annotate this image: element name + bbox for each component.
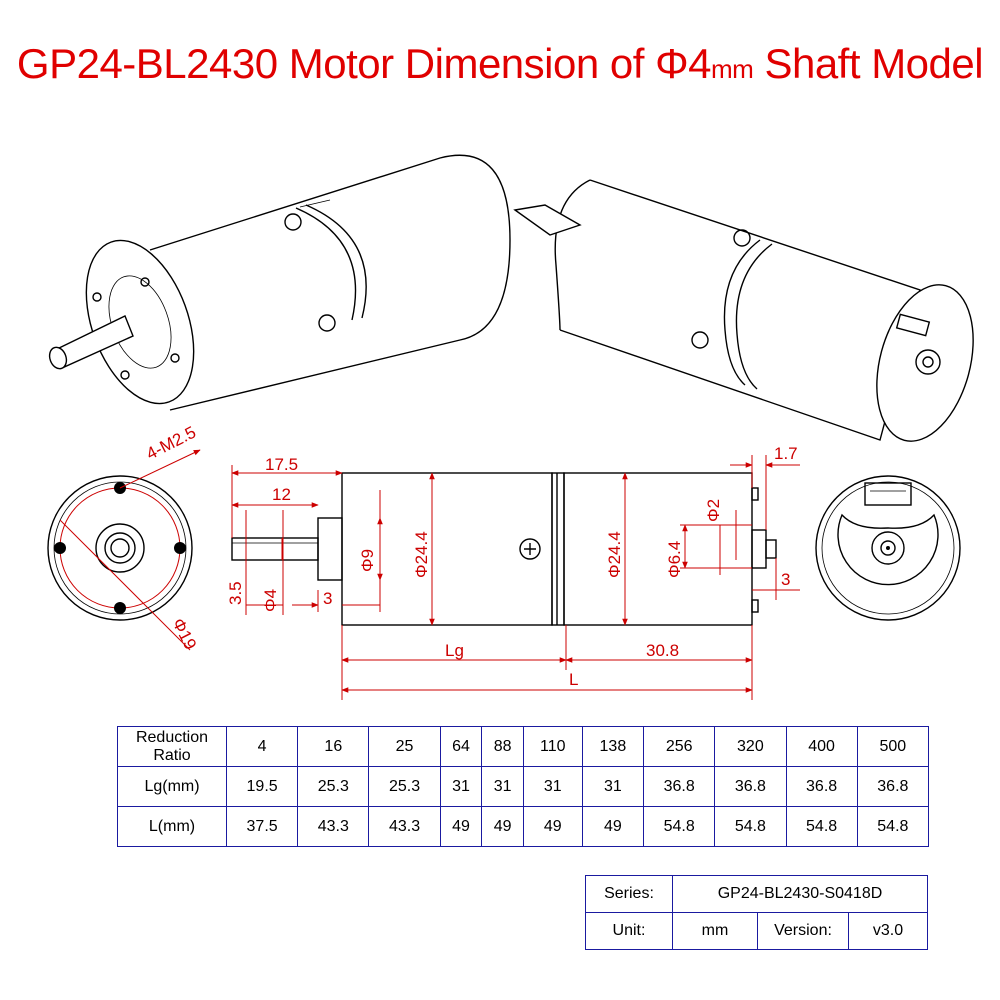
lg-cell: 36.8 [643, 766, 716, 807]
dim-12: 12 [272, 485, 291, 504]
l-cell: 49 [439, 806, 483, 847]
dim-l: L [569, 670, 578, 689]
dim-3-end: 3 [781, 570, 790, 589]
dim-phi-6-4: Φ6.4 [665, 541, 684, 578]
ratio-header-line2: Ratio [153, 746, 191, 764]
ratio-cell: 400 [785, 726, 858, 767]
l-cell: 43.3 [368, 806, 441, 847]
l-cell: 54.8 [714, 806, 787, 847]
ratio-cell: 500 [856, 726, 930, 767]
lg-cell: 25.3 [368, 766, 441, 807]
side-view [231, 472, 777, 626]
l-cell: 49 [522, 806, 583, 847]
title-suffix: Shaft Model [753, 40, 984, 87]
shaft-iso-2 [513, 204, 582, 236]
dim-30-8: 30.8 [646, 641, 679, 660]
lg-cell: 31 [522, 766, 583, 807]
ratio-cell: 25 [368, 726, 441, 767]
ratio-header-line1: Reduction [135, 728, 209, 746]
series-label: Series: [585, 875, 673, 913]
ratio-cell: 320 [714, 726, 787, 767]
lg-row: Lg(mm) 19.5 25.3 25.3 31 31 31 31 36.8 3… [117, 766, 930, 807]
lg-header: Lg(mm) [117, 766, 227, 807]
dim-phi-9: Φ9 [358, 549, 377, 572]
series-info-table: Series: GP24-BL2430-S0418D Unit: mm Vers… [585, 875, 928, 950]
output-shaft [231, 537, 319, 561]
lg-cell: 36.8 [785, 766, 858, 807]
title-prefix: GP24-BL2430 Motor Dimension of Φ4 [16, 40, 712, 87]
l-cell: 43.3 [297, 806, 370, 847]
front-face [85, 239, 195, 405]
motor-body [563, 472, 753, 626]
l-header: L(mm) [117, 806, 227, 847]
lg-cell: 19.5 [225, 766, 299, 807]
l-cell: 49 [581, 806, 645, 847]
back-end-outline [815, 475, 961, 621]
page-title: GP24-BL2430 Motor Dimension of Φ4mm Shaf… [0, 36, 1000, 97]
l-cell: 54.8 [856, 806, 930, 847]
dim-phi-24-4-a: Φ24.4 [412, 531, 431, 578]
screw-hole-left [54, 542, 66, 554]
dim-lg: Lg [445, 641, 464, 660]
dimension-lines [231, 455, 800, 700]
front-end-outline [47, 475, 193, 621]
screw-hole-right [174, 542, 186, 554]
ratio-cell: 16 [297, 726, 370, 767]
rear-boss [751, 529, 767, 569]
series-row: Series: GP24-BL2430-S0418D [585, 875, 928, 913]
ratio-cell: 88 [481, 726, 524, 767]
series-value: GP24-BL2430-S0418D [672, 875, 928, 913]
lg-cell: 31 [439, 766, 483, 807]
dim-phi-2: Φ2 [704, 499, 723, 522]
title-unit: mm [710, 54, 754, 84]
screw-hole-bottom [114, 602, 126, 614]
ratio-cell: 4 [225, 726, 299, 767]
dim-3-5: 3.5 [226, 581, 245, 605]
ratio-cell: 138 [581, 726, 645, 767]
unit-value: mm [672, 912, 758, 950]
lg-cell: 31 [581, 766, 645, 807]
dim-4-m2-5: 4-M2.5 [143, 423, 199, 464]
ratio-cell: 110 [522, 726, 583, 767]
dim-17-5: 17.5 [265, 455, 298, 474]
back-face [876, 284, 974, 442]
dim-phi-19: Φ19 [168, 615, 200, 653]
unit-row: Unit: mm Version: v3.0 [585, 912, 928, 950]
l-cell: 54.8 [643, 806, 716, 847]
iso-view-front [48, 154, 511, 411]
dim-3-shaft: 3 [323, 589, 332, 608]
version-label: Version: [757, 912, 849, 950]
unit-label: Unit: [585, 912, 673, 950]
dim-phi-24-4-b: Φ24.4 [605, 531, 624, 578]
boss [317, 517, 343, 581]
back-end-view [815, 475, 961, 621]
l-cell: 37.5 [225, 806, 299, 847]
version-value: v3.0 [848, 912, 928, 950]
side-screw [519, 538, 541, 560]
ratio-cell: 256 [643, 726, 716, 767]
lg-cell: 36.8 [714, 766, 787, 807]
lg-cell: 31 [481, 766, 524, 807]
connector [864, 482, 912, 506]
l-row: L(mm) 37.5 43.3 43.3 49 49 49 49 54.8 54… [117, 806, 930, 847]
ratio-cell: 64 [439, 726, 483, 767]
lg-cell: 25.3 [297, 766, 370, 807]
dim-phi-4: Φ4 [261, 589, 280, 612]
front-end-view [47, 449, 201, 651]
dim-1-7: 1.7 [774, 444, 798, 463]
l-cell: 54.8 [785, 806, 858, 847]
l-cell: 49 [481, 806, 524, 847]
iso-view-back [513, 179, 974, 442]
lg-cell: 36.8 [856, 766, 930, 807]
